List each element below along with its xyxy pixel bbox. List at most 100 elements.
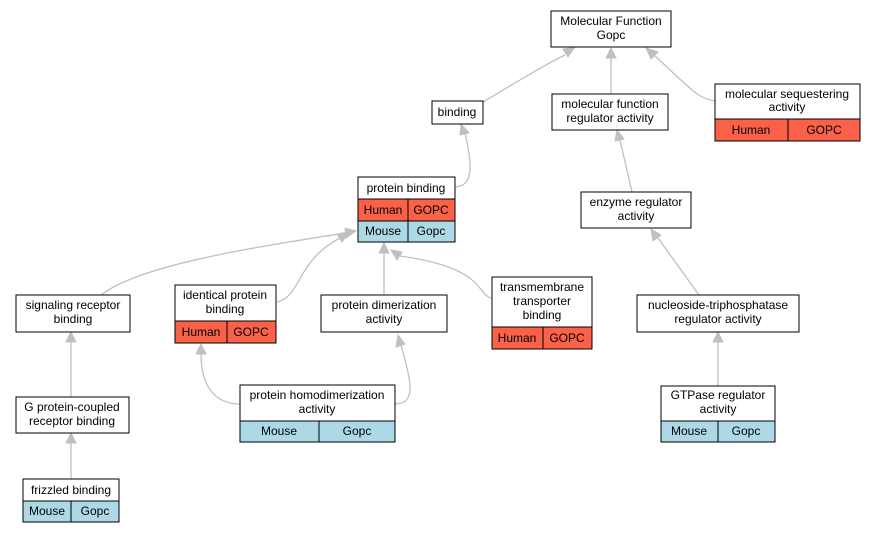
node-label: Gopc [597,28,626,42]
node-ntp-regulator[interactable]: nucleoside-triphosphatase regulator acti… [636,294,800,333]
node-molecular-function[interactable]: Molecular Function Gopc [550,10,672,48]
node-label: regulator activity [566,111,653,125]
node-signaling-receptor[interactable]: signaling receptor binding [15,294,131,333]
species-label: Mouse [29,504,65,518]
node-label: binding [523,308,562,322]
edge-transmembrane-to-protein-binding [399,255,493,299]
node-label: GTPase regulator [671,388,766,402]
arrowhead [645,47,659,60]
node-box [431,100,484,125]
node-label: protein homodimerization [250,388,385,402]
edge-enzyme-to-regulator [619,139,633,193]
edge-ntp-to-enzyme [657,237,700,296]
gene-label: Gopc [732,424,761,438]
arrowhead [65,330,77,343]
node-label: regulator activity [674,312,761,326]
node-label: signaling receptor [26,298,121,312]
node-box [636,294,800,333]
node-box [491,276,593,328]
node-protein-dimerization[interactable]: protein dimerization activity [320,294,448,333]
node-label: molecular function [561,97,658,111]
node-molecular-sequestering[interactable]: molecular sequestering activity Human GO… [714,83,861,142]
node-box [660,385,776,422]
node-frizzled[interactable]: frizzled binding Mouse Gopc [22,478,120,523]
node-label: G protein-coupled [24,400,119,414]
arrowhead [562,46,577,58]
node-label: activity [769,100,806,114]
node-protein-binding[interactable]: protein binding Human GOPC Mouse Gopc [357,176,456,243]
node-box [174,284,277,322]
node-binding[interactable]: binding [431,100,484,125]
arrowhead [605,46,617,59]
species-label: Mouse [261,424,297,438]
gene-label: Gopc [417,224,446,238]
arrowhead [336,231,351,243]
node-label: Molecular Function [560,14,661,28]
node-label: receptor binding [29,414,115,428]
node-protein-homodimerization[interactable]: protein homodimerization activity Mouse … [239,384,396,443]
edge-homodimerization-to-identical [200,353,241,405]
node-label: transmembrane [500,280,584,294]
node-label: enzyme regulator [590,195,683,209]
node-label: binding [206,302,245,316]
gene-label: Gopc [81,504,110,518]
species-label: Human [182,325,221,339]
species-label: Human [498,331,537,345]
node-box [15,294,131,333]
node-label: identical protein [183,288,267,302]
gene-label: GOPC [806,123,842,137]
node-identical-protein[interactable]: identical protein binding Human GOPC [174,284,277,344]
node-box [239,384,396,422]
arrowhead [390,249,403,261]
node-label: activity [299,402,336,416]
node-enzyme-regulator[interactable]: enzyme regulator activity [580,191,692,229]
node-label: frizzled binding [31,483,111,497]
arrowhead [459,122,470,136]
species-label: Human [732,123,771,137]
node-gtpase-regulator[interactable]: GTPase regulator activity Mouse Gopc [660,385,776,443]
gene-label: GOPC [233,325,269,339]
node-label: activity [618,209,655,223]
node-box [15,396,130,434]
node-gpcr-binding[interactable]: G protein-coupled receptor binding [15,396,130,434]
gene-label: GOPC [413,203,449,217]
edge-identical-to-protein-binding [276,237,341,303]
arrowhead [650,228,662,242]
edge-homodimerization-to-dimerization [394,344,411,405]
gene-cell-human [787,118,861,142]
edge-sequestering-to-molecular-function [654,55,716,102]
node-label: binding [438,105,477,119]
gene-cell-human [542,326,593,350]
node-box [320,294,448,333]
arrowhead [614,128,625,142]
node-box [550,10,672,48]
gene-cell-human [226,320,277,344]
node-label: binding [54,312,93,326]
edges [65,46,724,479]
node-label: transporter [513,294,571,308]
arrowhead [395,333,406,348]
gene-label: Gopc [343,424,372,438]
arrowhead [65,431,77,444]
node-box [551,93,669,131]
edge-signaling-to-protein-binding [100,232,346,296]
gene-label: GOPC [549,331,585,345]
node-mf-regulator[interactable]: molecular function regulator activity [551,93,669,131]
edge-binding-to-molecular-function [482,54,566,103]
node-transmembrane[interactable]: transmembrane transporter binding Human … [491,276,593,350]
gene-cell-mouse [70,500,120,523]
arrowhead [195,342,207,355]
gene-cell-mouse [318,420,396,443]
edge-protein-binding-to-binding [454,132,471,188]
arrowhead [712,330,724,343]
node-label: activity [366,312,403,326]
arrowhead [378,241,390,254]
node-label: molecular sequestering [725,87,849,101]
gene-cell-mouse [717,420,776,443]
species-label: Human [364,203,403,217]
node-label: activity [700,402,737,416]
species-label: Mouse [671,424,707,438]
node-box [580,191,692,229]
node-label: protein binding [367,181,446,195]
species-label: Mouse [365,224,401,238]
